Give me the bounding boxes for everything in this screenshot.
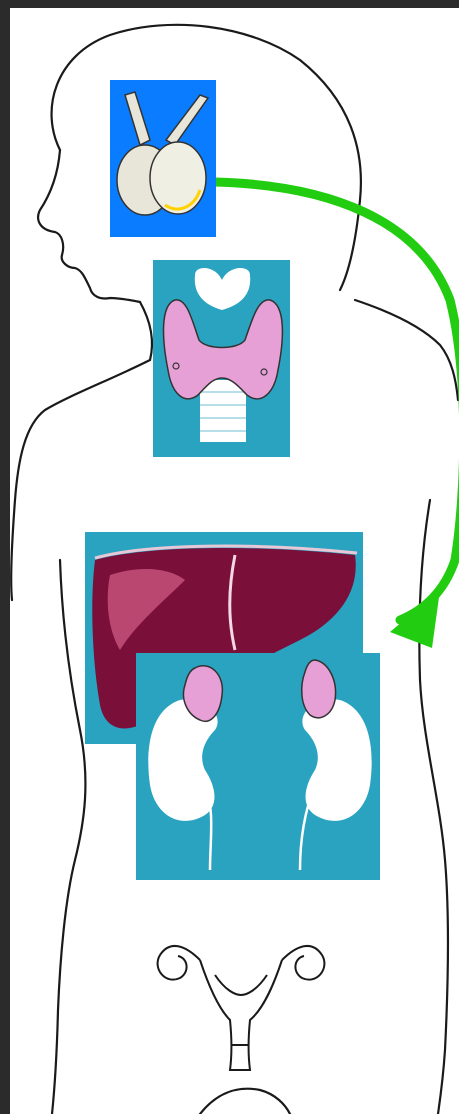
shoulder-right [355, 300, 458, 400]
adrenal-kidney-icon [136, 653, 380, 880]
uterus-icon [158, 946, 325, 1070]
uterus-body [200, 960, 282, 1070]
neck-outline [140, 302, 152, 360]
torso-left [52, 560, 85, 1114]
thyroid-trachea [200, 380, 246, 442]
uterus-tube-right [282, 946, 324, 980]
uterus-inner [215, 975, 267, 995]
thyroid-gland-icon [153, 260, 290, 457]
pituitary-lobe-right [150, 142, 206, 214]
pituitary-gland-icon [110, 80, 216, 237]
belly-curve [200, 1089, 290, 1114]
uterus-tube-left [158, 946, 200, 980]
